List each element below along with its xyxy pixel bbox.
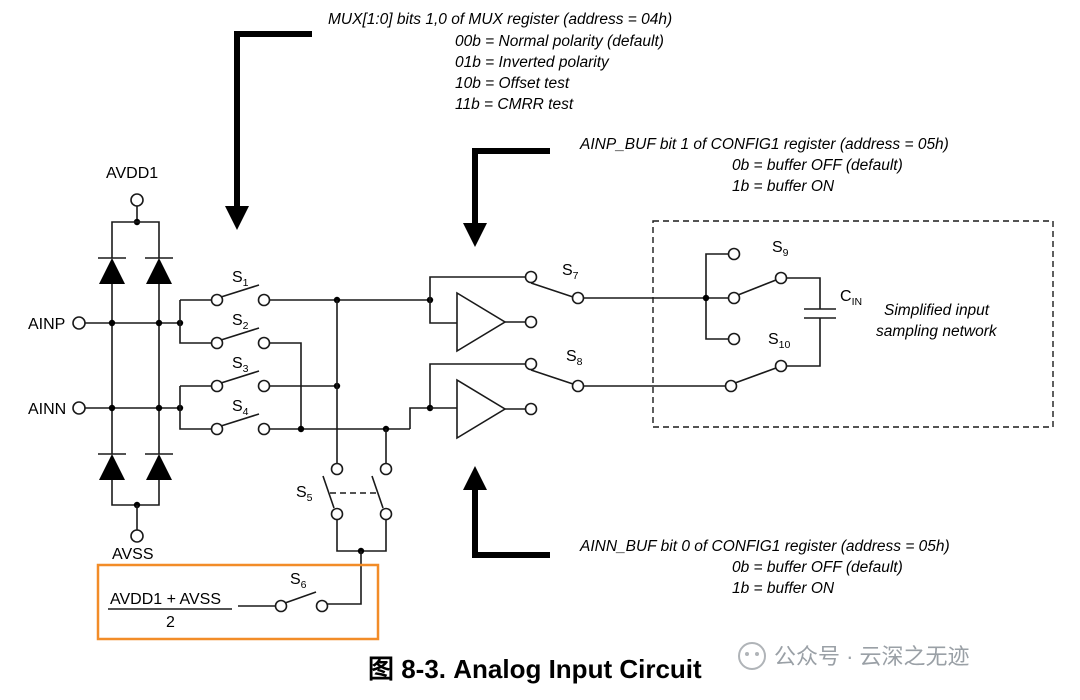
s9-label: S9 <box>772 239 789 259</box>
esd-protection: AVDD1 AVSS <box>98 165 173 563</box>
ainp-buf-arrow <box>463 148 550 247</box>
wechat-icon <box>738 642 766 670</box>
ainn-buf-line1: AINN_BUF bit 0 of CONFIG1 register (addr… <box>579 538 950 555</box>
ainp-buf-line3: 1b = buffer ON <box>732 178 835 195</box>
avss-label: AVSS <box>112 546 154 563</box>
midsupply-denominator: 2 <box>166 614 175 631</box>
ainn-buffer <box>456 378 507 440</box>
mux-annotation-line3: 01b = Inverted polarity <box>455 54 610 71</box>
avdd1-label: AVDD1 <box>106 165 158 182</box>
s1-label: S1 <box>232 269 249 289</box>
lower-diode-left <box>98 453 126 480</box>
ainn-label: AINN <box>28 401 66 418</box>
ainn-buf-annotation: AINN_BUF bit 0 of CONFIG1 register (addr… <box>579 538 950 597</box>
midsupply-highlight-box <box>96 563 380 641</box>
ainn-pin: AINN <box>28 401 184 418</box>
switch-s8: S8 <box>530 348 585 393</box>
avdd1-terminal <box>130 193 144 207</box>
mux-annotation: MUX[1:0] bits 1,0 of MUX register (addre… <box>328 11 672 113</box>
switch-s3: S3 <box>210 355 271 393</box>
s3-label: S3 <box>232 355 249 375</box>
ainn-buf-line2: 0b = buffer OFF (default) <box>732 559 903 576</box>
s8-label: S8 <box>566 348 583 368</box>
cin-label: CIN <box>840 288 862 308</box>
ainn-buf-line3: 1b = buffer ON <box>732 580 835 597</box>
watermark-text: 公众号 · 云深之无迹 <box>774 644 970 669</box>
ainp-buf-annotation: AINP_BUF bit 1 of CONFIG1 register (addr… <box>579 136 949 195</box>
switch-s5: S5 <box>296 462 393 521</box>
switch-s7: S7 <box>530 262 585 305</box>
figure-caption: 图 8-3. Analog Input Circuit <box>368 654 702 684</box>
switch-s4: S4 <box>210 398 271 436</box>
midsupply-source: AVDD1 + AVSS 2 <box>108 591 275 631</box>
switch-s2: S2 <box>210 312 271 350</box>
ainp-buf-line2: 0b = buffer OFF (default) <box>732 157 903 174</box>
sampling-network-line1: Simplified input <box>884 302 990 319</box>
s7-label: S7 <box>562 262 579 282</box>
mux-annotation-line4: 10b = Offset test <box>455 75 570 92</box>
upper-diode-left <box>98 257 126 284</box>
s5-label: S5 <box>296 484 313 504</box>
upper-diode-right <box>145 257 173 284</box>
ainp-pin: AINP <box>28 316 184 333</box>
ainn-terminal <box>72 401 86 415</box>
switch-s1: S1 <box>210 269 271 307</box>
s4-label: S4 <box>232 398 249 418</box>
sampling-network-line2: sampling network <box>876 323 998 340</box>
watermark: 公众号 · 云深之无迹 <box>738 642 970 670</box>
s2-label: S2 <box>232 312 249 332</box>
switch-s6: S6 <box>274 571 329 613</box>
ainp-buffer <box>456 291 507 353</box>
switch-s9: S9 <box>702 239 789 346</box>
sampling-network-box <box>652 220 1054 428</box>
ainn-buf-arrow <box>463 466 550 558</box>
mux-annotation-line1: MUX[1:0] bits 1,0 of MUX register (addre… <box>328 11 672 28</box>
ainp-label: AINP <box>28 316 65 333</box>
midsupply-numerator: AVDD1 + AVSS <box>110 591 221 608</box>
s6-label: S6 <box>290 571 307 591</box>
switch-s10: S10 <box>724 331 791 393</box>
avss-terminal <box>130 529 144 543</box>
lower-diode-right <box>145 453 173 480</box>
ainp-buf-line1: AINP_BUF bit 1 of CONFIG1 register (addr… <box>579 136 949 153</box>
mux-arrow <box>225 31 312 230</box>
capacitor-cin: CIN <box>787 277 862 367</box>
mux-annotation-line5: 11b = CMRR test <box>455 96 574 113</box>
mux-annotation-line2: 00b = Normal polarity (default) <box>455 33 664 50</box>
ainp-terminal <box>72 316 86 330</box>
s10-label: S10 <box>768 331 791 351</box>
